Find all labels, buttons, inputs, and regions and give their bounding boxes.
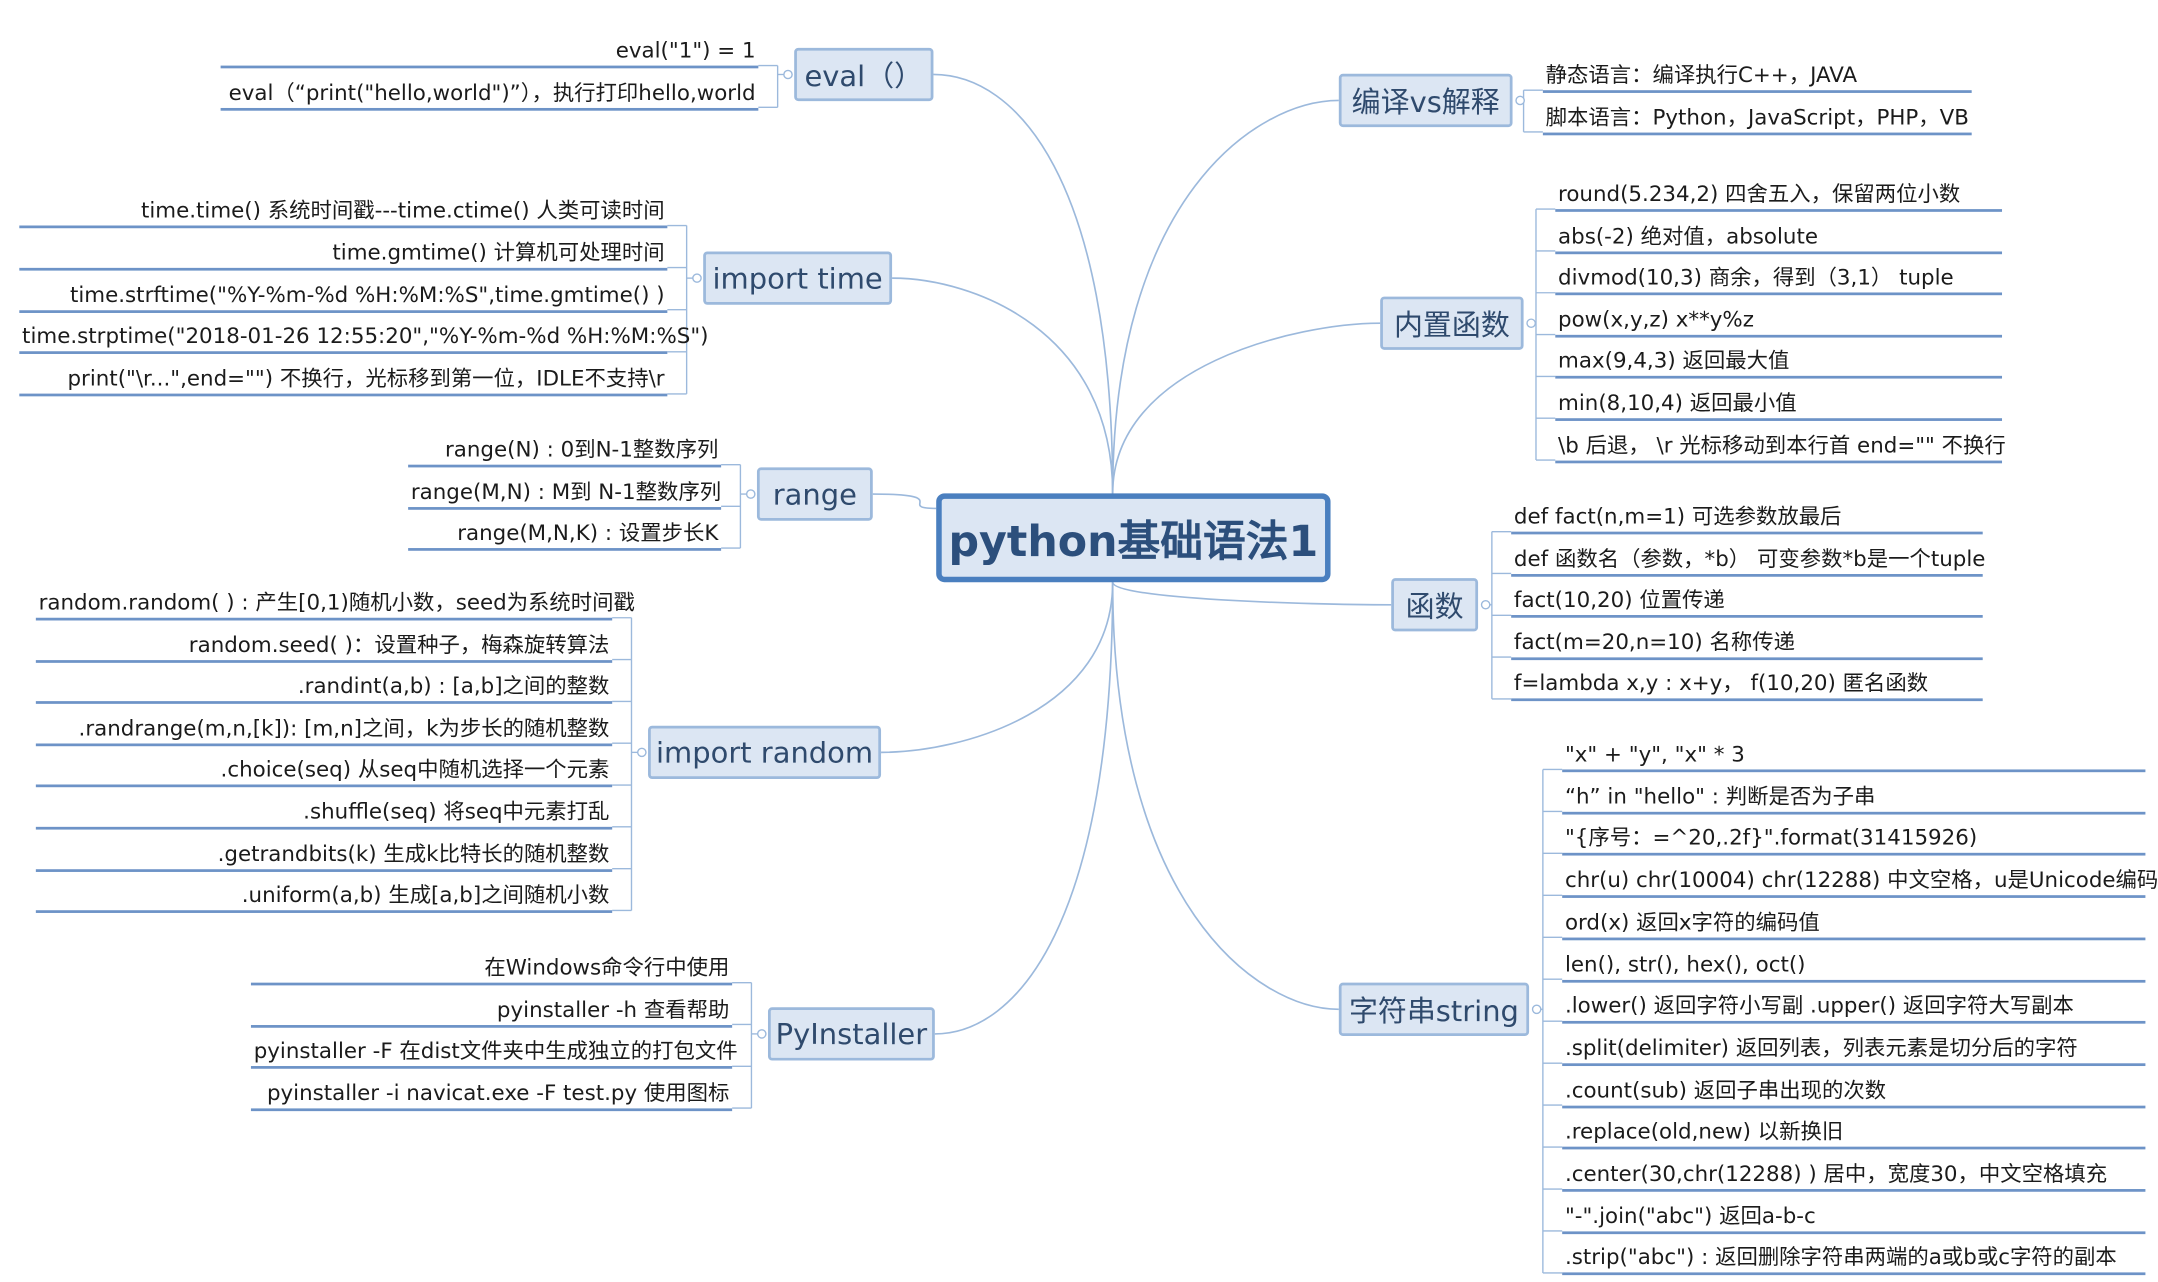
compile-item[interactable]: 静态语言：编译执行C++，JAVA [1542,60,1972,93]
branch-connector-eval [933,73,1114,494]
branch-eval[interactable]: eval（） [794,47,934,102]
time-item[interactable]: time.strftime("%Y-%m-%d %H:%M:%S",time.g… [19,280,668,313]
branch-pyinstaller[interactable]: PyInstaller [767,1007,935,1061]
builtin-item[interactable]: max(9,4,3) 返回最大值 [1555,346,2003,380]
collapse-toggle-time[interactable] [692,273,702,283]
branch-connector-string [1111,582,1339,1011]
func-item[interactable]: f=lambda x,y : x+y， f(10,20) 匿名函数 [1511,669,1983,702]
string-item[interactable]: ord(x) 返回x字符的编码值 [1562,907,2146,941]
func-item[interactable]: def fact(n,m=1) 可选参数放最后 [1511,502,1983,535]
func-item[interactable]: def 函数名（参数，*b） 可变参数*b是一个tuple [1511,543,1985,577]
string-item[interactable]: "x" + "y", "x" * 3 [1562,739,2146,773]
pyinstaller-item[interactable]: pyinstaller -h 查看帮助 [250,994,733,1028]
string-item[interactable]: len(), str(), hex(), oct() [1562,949,2146,982]
branch-connector-pyinstaller [934,582,1114,1035]
branch-builtin[interactable]: 内置函数 [1380,296,1524,350]
random-item[interactable]: .randint(a,b) : [a,b]之间的整数 [35,671,613,705]
time-item[interactable]: time.time() 系统时间戳---time.ctime() 人类可读时间 [19,195,668,229]
branch-connector-compile [1111,99,1339,494]
range-item[interactable]: range(M,N,K) : 设置步长K [408,518,722,551]
branch-range[interactable]: range [756,467,873,521]
string-item[interactable]: .count(sub) 返回子串出现的次数 [1562,1075,2146,1108]
collapse-toggle-eval[interactable] [783,69,793,80]
compile-item[interactable]: 脚本语言：Python，JavaScript，PHP，VB [1542,102,1972,135]
builtin-item[interactable]: \b 后退， \r 光标移动到本行首 end="" 不换行 [1555,430,2006,463]
random-item[interactable]: random.random( ) : 产生[0,1)随机小数，seed为系统时间… [35,588,635,621]
range-item[interactable]: range(M,N) : M到 N-1整数序列 [408,476,722,510]
eval-item[interactable]: eval（“print("hello,world")”），执行打印hello,w… [220,77,759,111]
string-item[interactable]: .center(30,chr(12288) ) 居中，宽度30，中文空格填充 [1562,1159,2146,1192]
func-item[interactable]: fact(m=20,n=10) 名称传递 [1511,627,1983,660]
string-item[interactable]: chr(u) chr(10004) chr(12288) 中文空格，u是Unic… [1562,865,2158,899]
collapse-toggle-builtin[interactable] [1526,318,1536,329]
random-item[interactable]: .shuffle(seq) 将seq中元素打乱 [35,797,613,830]
branch-connector-builtin [1111,322,1381,494]
range-item[interactable]: range(N) : 0到N-1整数序列 [408,435,722,468]
func-item[interactable]: fact(10,20) 位置传递 [1511,585,1983,619]
collapse-toggle-func[interactable] [1480,599,1491,610]
builtin-item[interactable]: round(5.234,2) 四舍五入，保留两位小数 [1555,179,2003,212]
pyinstaller-item[interactable]: pyinstaller -F 在dist文件夹中生成独立的打包文件 [250,1036,738,1070]
string-item[interactable]: "{序号：=^20,.2f}".format(31415926) [1562,823,2146,857]
branch-connector-time [892,277,1114,494]
eval-item[interactable]: eval("1") = 1 [220,36,759,69]
random-item[interactable]: .uniform(a,b) 生成[a,b]之间随机小数 [35,880,613,914]
random-item[interactable]: random.seed( )：设置种子，梅森旋转算法 [35,629,613,663]
string-item[interactable]: "-".join("abc") 返回a-b-c [1562,1201,2146,1234]
builtin-item[interactable]: divmod(10,3) 商余，得到（3,1） tuple [1555,263,2003,296]
builtin-item[interactable]: pow(x,y,z) x**y%z [1555,304,2003,338]
branch-func[interactable]: 函数 [1391,578,1479,632]
branch-connector-func [1111,581,1392,606]
time-item[interactable]: print("\r...",end="") 不换行，光标移到第一位，IDLE不支… [19,364,668,397]
string-item[interactable]: .strip("abc") : 返回删除字符串两端的a或b或c字符的副本 [1562,1243,2146,1276]
pyinstaller-item[interactable]: pyinstaller -i navicat.exe -F test.py 使用… [250,1078,733,1111]
builtin-item[interactable]: min(8,10,4) 返回最小值 [1555,388,2003,421]
string-item[interactable]: “h” in "hello" : 判断是否为子串 [1562,781,2146,815]
collapse-toggle-string[interactable] [1531,1004,1542,1015]
collapse-toggle-compile[interactable] [1515,95,1525,106]
branch-time[interactable]: import time [703,251,893,305]
time-item[interactable]: time.gmtime() 计算机可处理时间 [19,238,668,271]
branch-connector-range [872,493,937,510]
pyinstaller-item[interactable]: 在Windows命令行中使用 [250,953,733,986]
random-item[interactable]: .choice(seq) 从seq中随机选择一个元素 [35,755,613,788]
root-topic[interactable]: python基础语法1 [936,493,1331,583]
string-item[interactable]: .split(delimiter) 返回列表，列表元素是切分后的字符 [1562,1033,2146,1066]
random-item[interactable]: .randrange(m,n,[k]): [m,n]之间，k为步长的随机整数 [35,713,613,746]
time-item[interactable]: time.strptime("2018-01-26 12:55:20","%Y-… [19,322,709,355]
builtin-item[interactable]: abs(-2) 绝对值，absolute [1555,221,2003,254]
branch-random[interactable]: import random [648,725,882,780]
branch-string[interactable]: 字符串string [1338,982,1530,1036]
collapse-toggle-range[interactable] [745,489,756,499]
collapse-toggle-random[interactable] [637,747,647,758]
branch-connector-random [881,582,1114,754]
string-item[interactable]: .lower() 返回字符小写副 .upper() 返回字符大写副本 [1562,991,2146,1024]
branch-compile[interactable]: 编译vs解释 [1338,73,1513,128]
random-item[interactable]: .getrandbits(k) 生成k比特长的随机整数 [35,839,613,872]
string-item[interactable]: .replace(old,new) 以新换旧 [1562,1117,2146,1150]
collapse-toggle-pyinstaller[interactable] [756,1029,767,1039]
